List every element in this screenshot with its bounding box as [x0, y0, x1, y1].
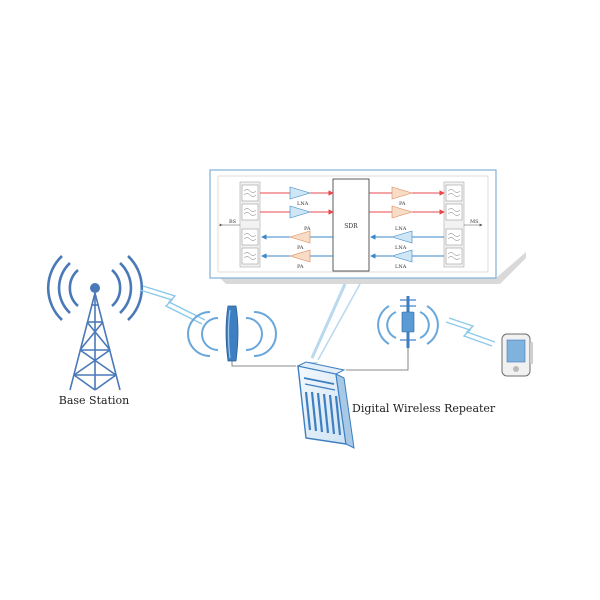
amp-right-2-label: LNA — [395, 226, 407, 232]
bs-port-label: BS — [229, 219, 237, 225]
donor-cable — [231, 361, 296, 367]
repeater-unit-icon — [296, 361, 355, 449]
left-filter-bank — [239, 181, 261, 268]
amp-right-4 — [390, 249, 413, 263]
donor-antenna-icon — [187, 305, 277, 362]
service-antenna-icon — [377, 296, 439, 348]
base-station-tower-icon — [46, 255, 144, 391]
repeater-label: Digital Wireless Repeater — [352, 402, 496, 415]
amp-left-2 — [289, 205, 312, 219]
wireless-link-left — [139, 285, 206, 325]
amp-left-4-label: PA — [297, 264, 304, 270]
amp-left-1 — [289, 186, 312, 200]
amp-left-2-label: PA — [304, 226, 311, 232]
sdr-block — [332, 178, 370, 272]
ms-port-label: MS — [470, 219, 479, 225]
wireless-link-right — [445, 317, 496, 347]
callout-pointer — [306, 283, 361, 370]
amp-right-3-label: LNA — [395, 245, 407, 251]
block-diagram-panel: SDR BS MS LNA PA PA PA — [209, 169, 526, 284]
mobile-phone-icon — [501, 333, 533, 377]
service-cable — [346, 346, 409, 371]
base-station-label: Base Station — [59, 394, 129, 407]
amp-left-3 — [288, 230, 311, 244]
amp-right-4-label: LNA — [395, 264, 407, 270]
amp-right-2 — [391, 205, 414, 219]
amp-left-3-label: PA — [297, 245, 304, 251]
amp-right-3 — [390, 230, 413, 244]
amp-left-4 — [288, 249, 311, 263]
amp-left-1-label: LNA — [297, 201, 309, 207]
amp-right-1-label: PA — [399, 201, 406, 207]
right-filter-bank — [443, 181, 465, 268]
sdr-label: SDR — [344, 223, 358, 230]
amp-right-1 — [391, 186, 414, 200]
panel-shadow — [220, 252, 526, 284]
panel-inner-frame — [217, 175, 489, 273]
